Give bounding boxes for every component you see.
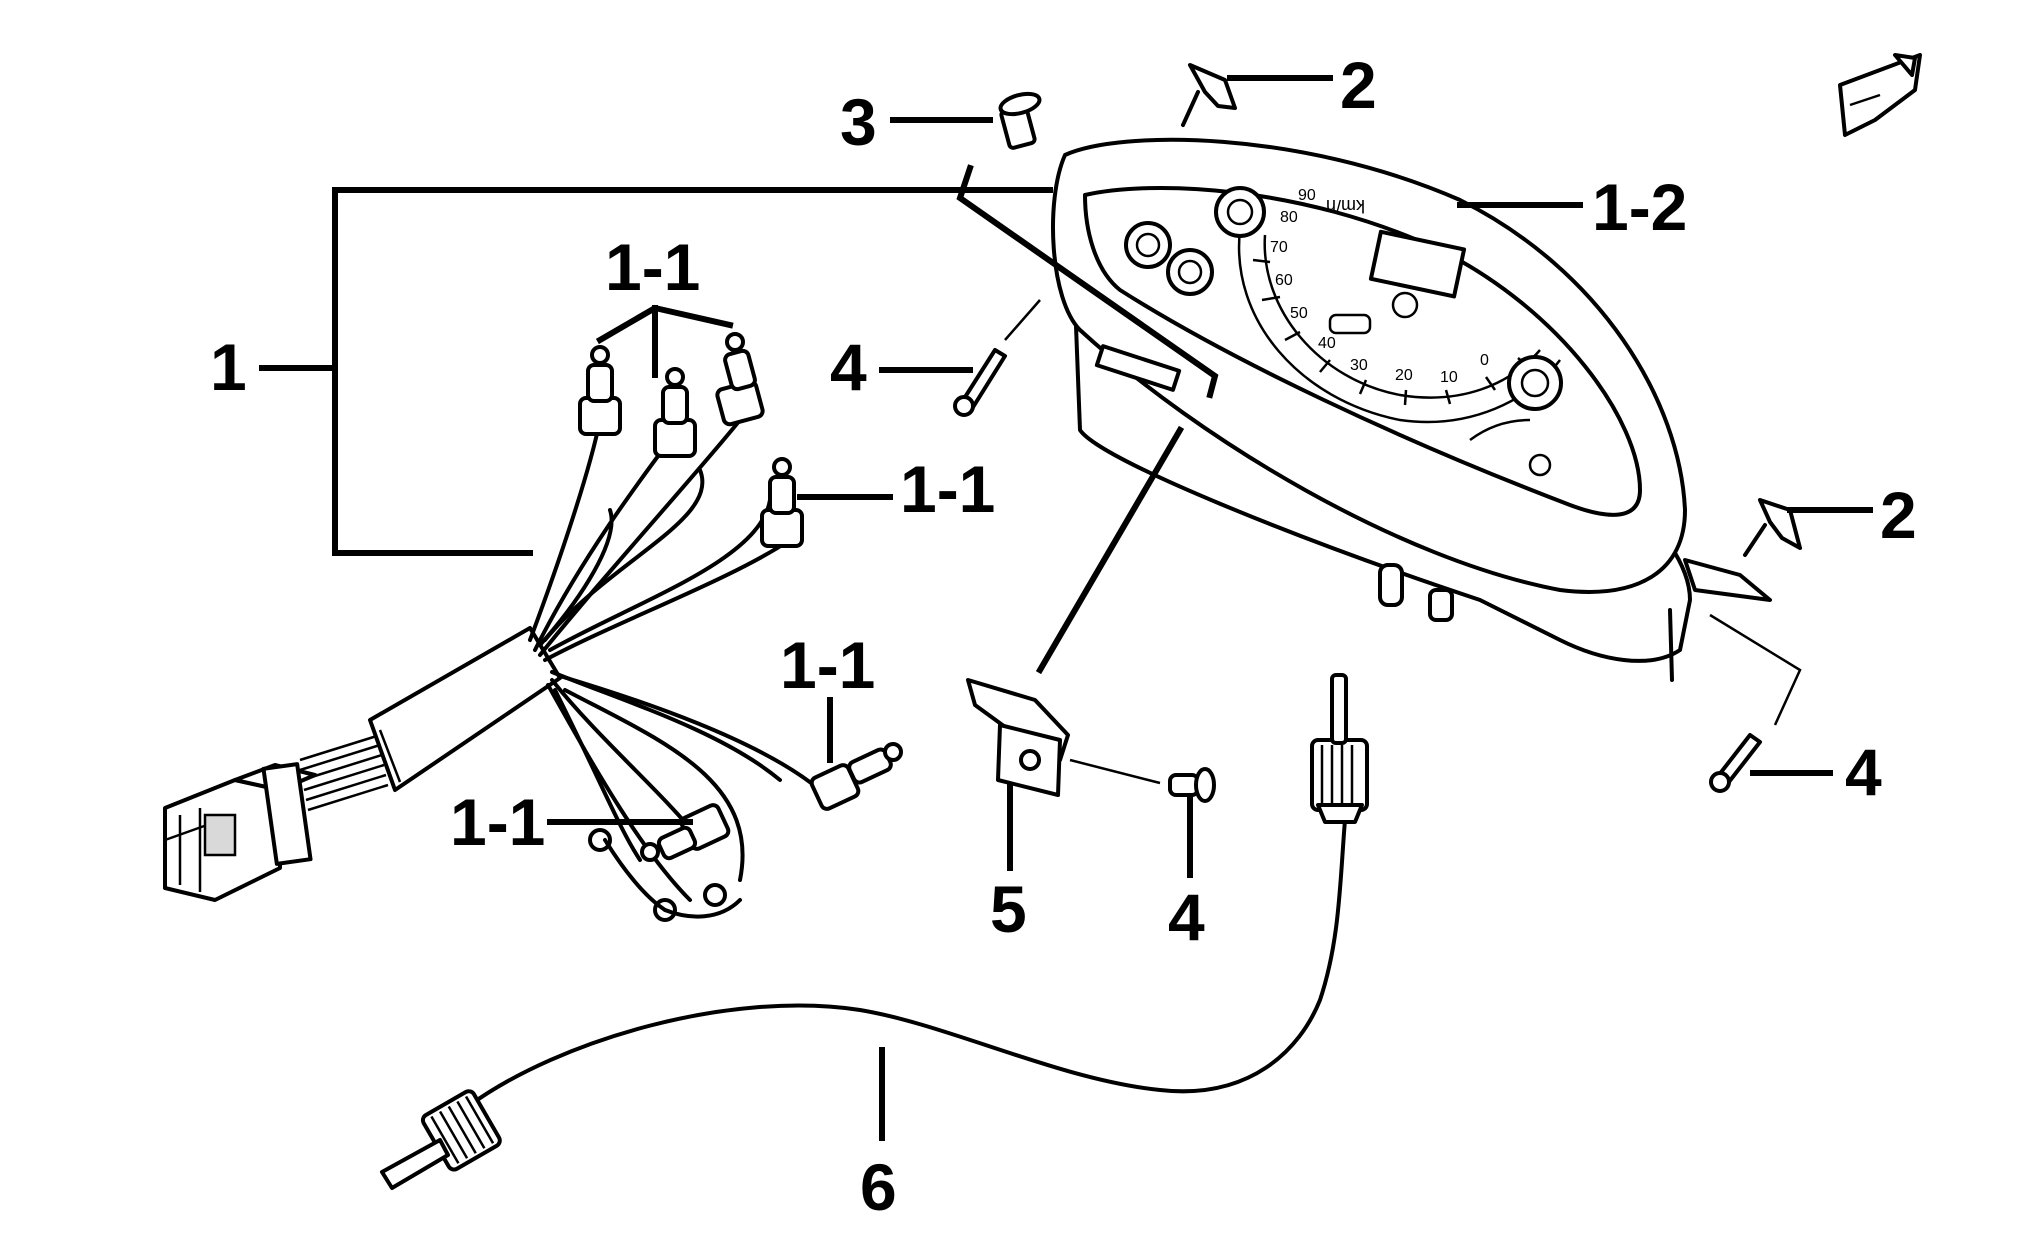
bulb-socket-icon <box>640 803 731 862</box>
wiring-harness <box>163 332 903 922</box>
bracket-icon <box>966 678 1070 797</box>
gauge-tick: 10 <box>1440 369 1458 386</box>
bulb-socket-icon <box>653 367 697 458</box>
clip-icon <box>1181 63 1237 127</box>
callout-5: 5 <box>990 872 1027 946</box>
harness-connector-icon <box>163 762 317 902</box>
bulb-socket-icon <box>715 332 765 427</box>
leaders-meter <box>956 164 1583 675</box>
speedometer-meter-assembly: 0 10 20 30 40 50 60 70 80 90 km/h <box>1051 137 1772 682</box>
callout-4: 4 <box>1845 735 1882 809</box>
gauge-tick: 90 <box>1298 187 1316 204</box>
indicator-lamp-icon <box>1124 221 1172 269</box>
callout-2: 2 <box>1880 478 1917 552</box>
indicator-lamp-icon <box>1507 355 1563 411</box>
gauge-tick: 60 <box>1275 272 1293 289</box>
ground-terminal-icon <box>588 828 612 852</box>
callout-4: 4 <box>830 330 867 404</box>
screw-icon <box>998 91 1042 150</box>
callout-3: 3 <box>840 85 877 159</box>
bulb-socket-icon <box>760 457 804 548</box>
callout-6: 6 <box>860 1150 897 1224</box>
leaders-1-1 <box>547 304 893 825</box>
gauge-tick: 20 <box>1395 367 1413 384</box>
gauge-tick: 40 <box>1318 335 1336 352</box>
callout-1-1: 1-1 <box>450 785 545 859</box>
clip-icon <box>1838 53 1922 137</box>
ground-terminal-icon <box>703 883 727 907</box>
callout-1-1: 1-1 <box>605 230 700 304</box>
screw-icon <box>953 348 1007 417</box>
callout-2: 2 <box>1340 48 1377 122</box>
cable-nut-icon <box>1310 738 1369 812</box>
callout-1-1: 1-1 <box>780 628 875 702</box>
gauge-tick: 0 <box>1480 352 1489 369</box>
gauge-tick: 80 <box>1280 209 1298 226</box>
bulb-socket-icon <box>578 345 622 436</box>
gauge-tick: 50 <box>1290 305 1308 322</box>
gauge-tick: 70 <box>1270 239 1288 256</box>
harness-wires-icon <box>299 418 822 902</box>
gauge-tick: 30 <box>1350 357 1368 374</box>
screw-icon <box>1709 733 1762 793</box>
speedometer-cable <box>380 673 1369 1190</box>
indicator-lamp-icon <box>1214 186 1266 238</box>
callout-1-2: 1-2 <box>1592 170 1687 244</box>
callout-1: 1 <box>210 330 247 404</box>
gauge-unit: km/h <box>1326 196 1365 216</box>
indicator-lamp-icon <box>1166 248 1214 296</box>
bulb-socket-icon <box>809 742 903 811</box>
callout-4: 4 <box>1168 880 1205 954</box>
callout-1-1: 1-1 <box>900 452 995 526</box>
assembly-bracket-1 <box>259 187 1053 556</box>
screw-icon <box>1168 767 1216 803</box>
